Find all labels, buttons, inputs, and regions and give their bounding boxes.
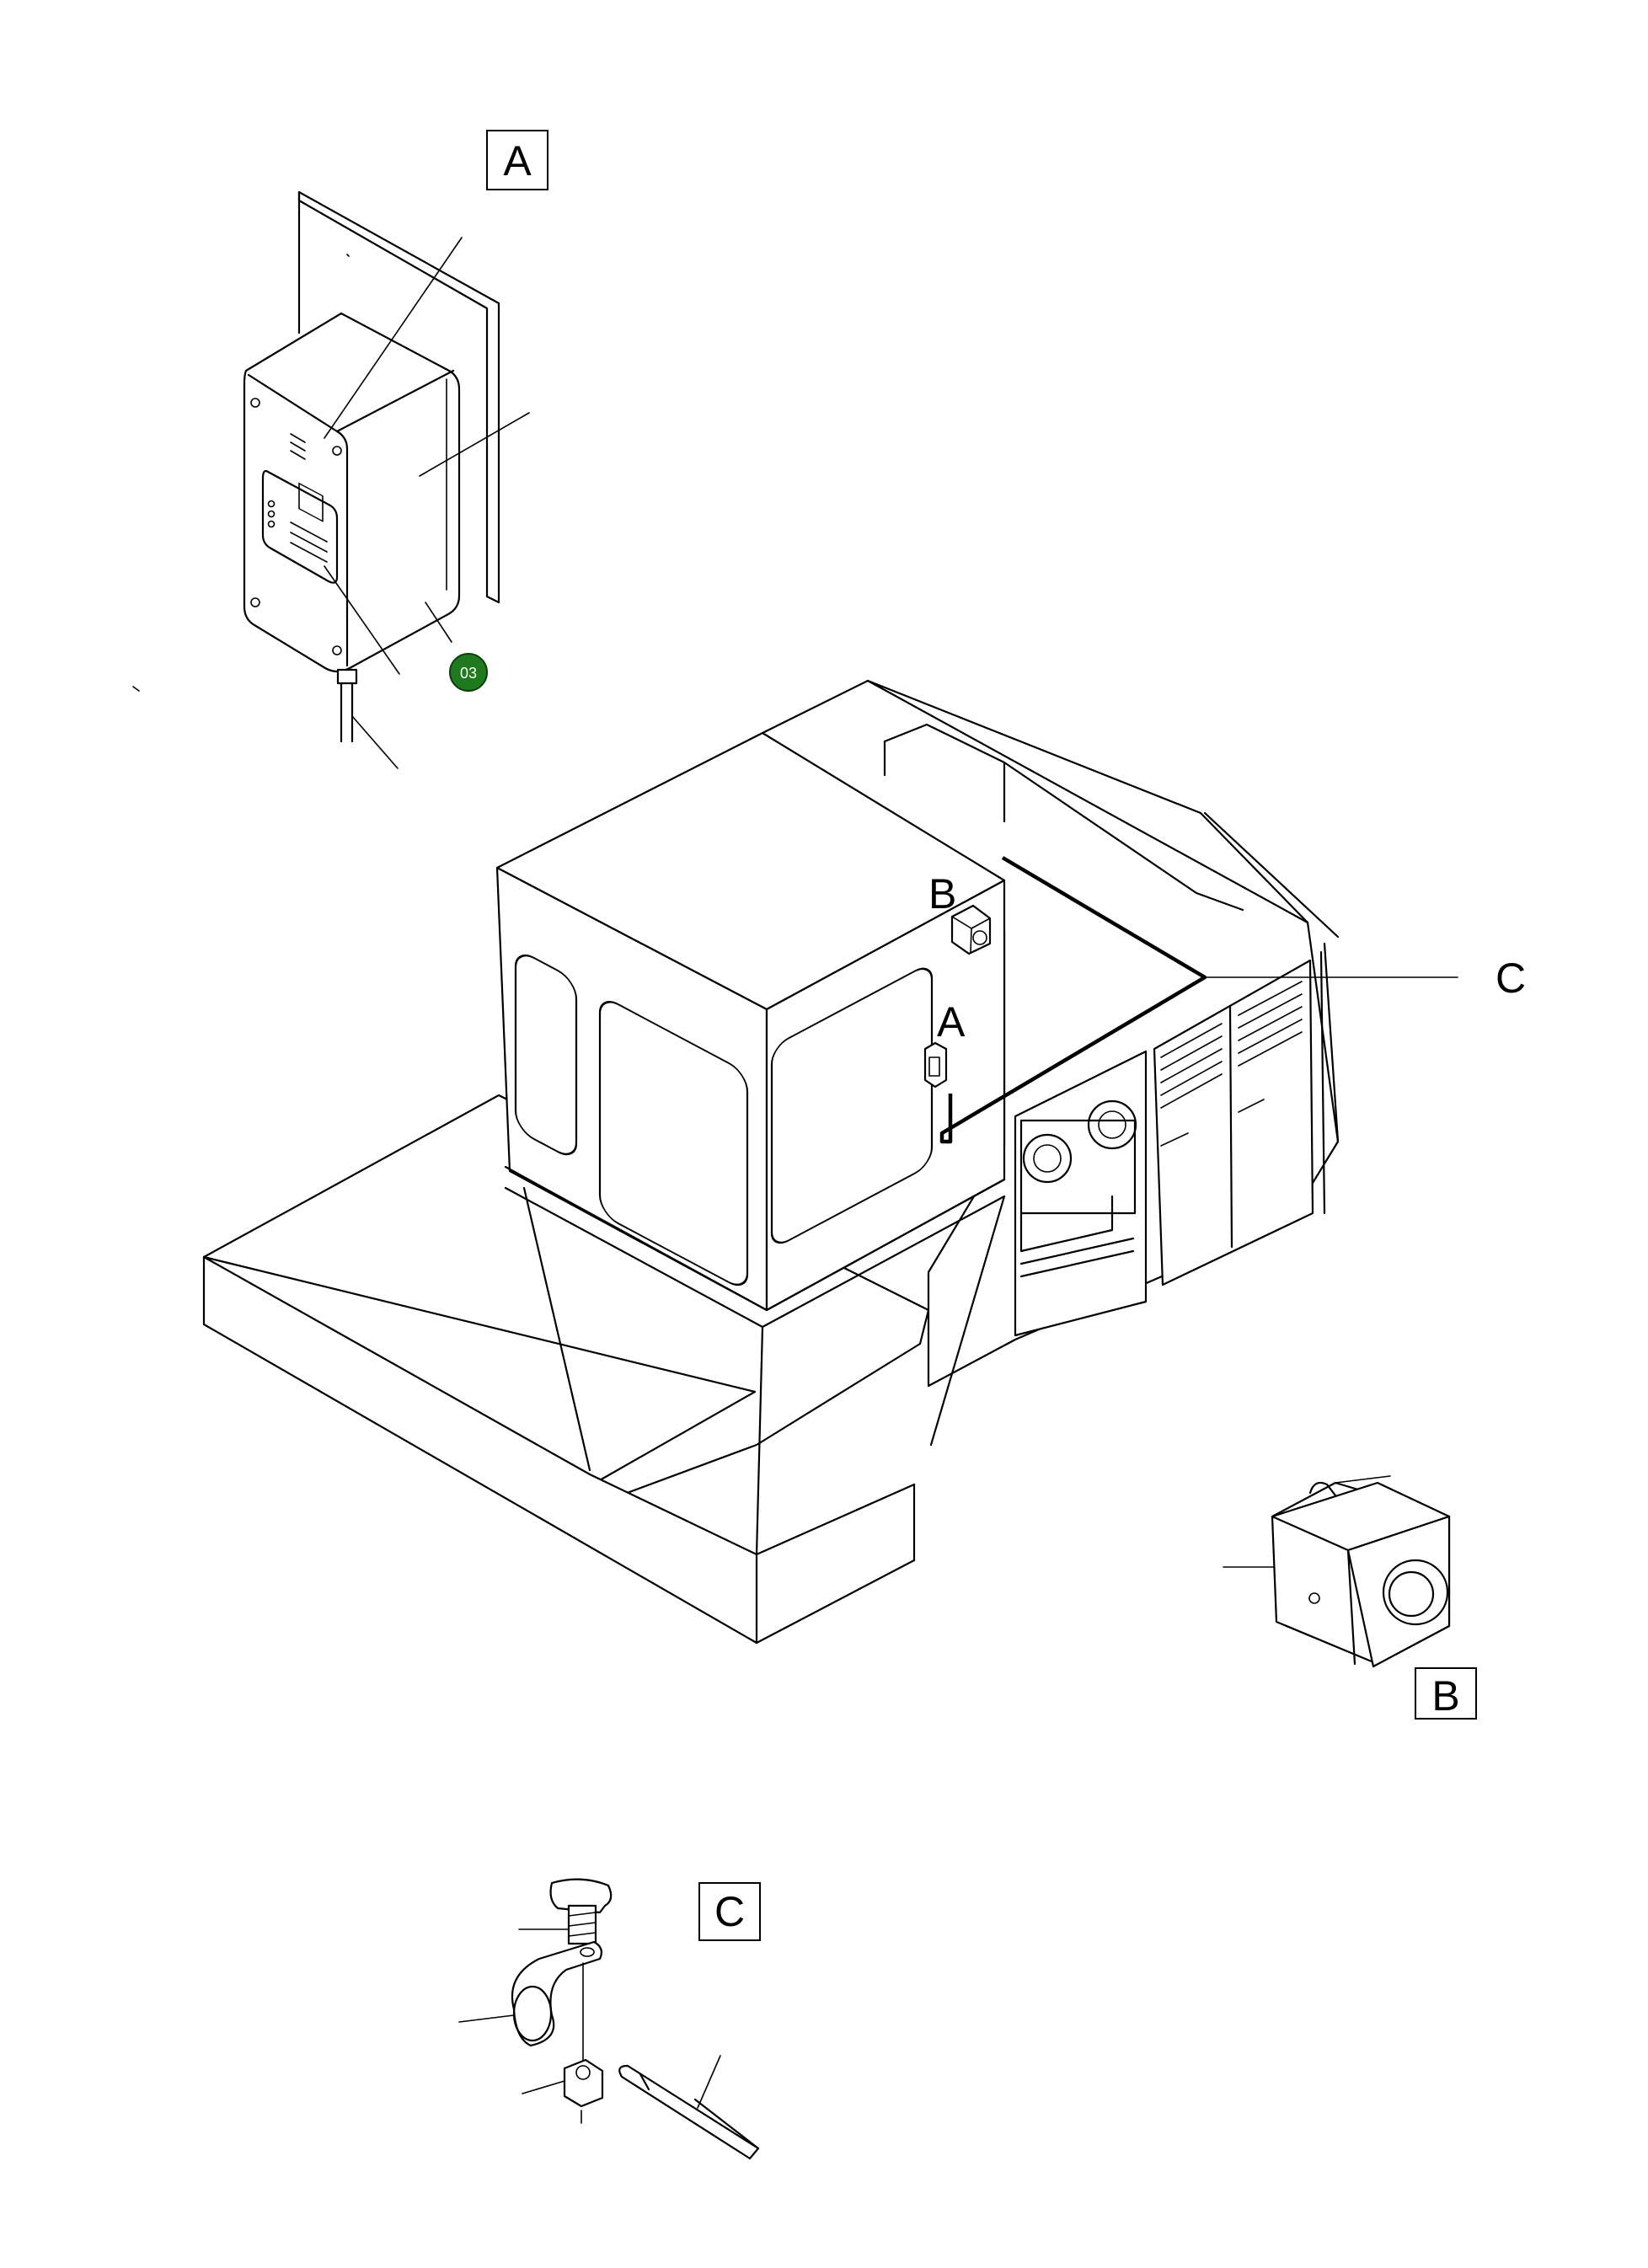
machine-label-b: B <box>928 870 956 917</box>
machine-isometric-view: B A C <box>202 679 1526 1645</box>
callout-badge[interactable] <box>449 653 488 692</box>
machine-label-a: A <box>937 998 966 1046</box>
detail-c-label: C <box>714 1888 745 1935</box>
detail-b-label: B <box>1431 1672 1459 1720</box>
detail-b-sensor-block: B <box>1223 1475 1477 1720</box>
machine-label-c: C <box>1496 955 1526 1002</box>
detail-a-control-box: 03 A <box>132 130 548 769</box>
callout-number: 03 <box>460 665 477 682</box>
detail-c-cable-clamp: C <box>458 1878 761 2160</box>
detail-a-label: A <box>503 137 532 185</box>
